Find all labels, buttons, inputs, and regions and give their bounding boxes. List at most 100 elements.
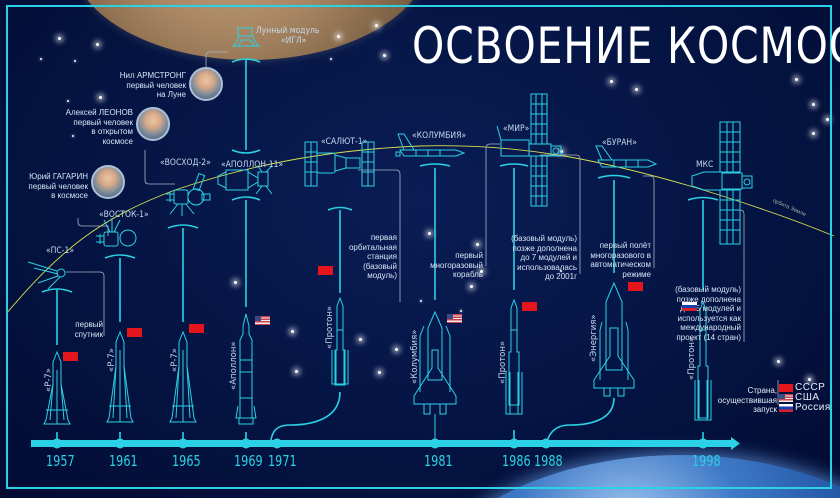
star-icon [330,58,332,60]
craft-label-ps1: «ПС-1» [46,246,75,256]
star-icon [96,43,99,46]
lunar-module-label: Лунный модуль «ИГЛ» [256,26,319,46]
person-gagarin: Юрий ГАГАРИН первый человек в космосе [28,172,88,201]
page-title: ОСВОЕНИЕ КОСМОСА [412,17,840,75]
rocket-label-energia: «Энергия» [589,314,599,362]
lunar-module-callsign: «ИГЛ» [280,36,307,46]
craft-label-vostok: «ВОСТОК-1» [99,210,149,220]
note-columbia: первый многоразовый корабль [430,251,483,280]
person-desc: первый человек [73,117,133,127]
star-icon [291,330,294,333]
person-desc: первый человек [126,80,186,90]
note-line: до 2001г [544,272,577,281]
year-label: 1965 [172,452,201,470]
star-icon [72,135,74,137]
legend-caption-line: осуществившая [717,395,777,405]
craft-label-voskhod: «ВОСХОД-2» [160,158,211,168]
star-icon [826,118,829,121]
usa-flag-icon [255,316,270,325]
note-line: используется как [677,313,741,323]
note-line: международный [680,323,741,332]
star-icon [420,300,422,302]
note-line: орбитальная [348,242,397,252]
star-icon [375,24,378,27]
ussr-flag-icon [779,384,793,392]
note-line: (базовый [363,261,397,271]
star-icon [395,348,398,351]
craft-label-iss: МКС [696,160,714,170]
russia-flag-icon [779,404,793,412]
star-icon [460,310,462,312]
star-icon [99,96,102,99]
year-label: 1971 [268,452,297,470]
star-icon [74,60,76,62]
craft-label-salyut: «САЛЮТ-1» [321,137,368,147]
star-icon [812,103,815,106]
rocket-label-proton: «Протон» [498,340,508,384]
star-icon [476,243,479,246]
lunar-module-name: Лунный модуль [256,26,320,36]
legend-label-russia: Россия [795,402,831,413]
year-label: 1988 [534,452,563,470]
year-label: 1986 [502,452,531,470]
star-icon [795,78,798,81]
rocket-label-proton: «Протон» [687,336,697,380]
note-line: многоразового в [590,250,651,260]
note-salyut: первая орбитальная станция (базовый моду… [349,233,397,281]
usa-flag-icon [447,314,462,323]
note-line: (базовый модуль) [675,285,741,294]
ussr-flag-icon [127,328,142,337]
year-label: 1957 [46,452,75,470]
rocket-label-r7: «Р-7» [44,367,54,392]
craft-label-columbia: «КОЛУМБИЯ» [412,131,467,141]
ussr-flag-icon [63,352,78,361]
year-label: 1969 [234,452,263,470]
rocket-label-proton: «Протон» [325,305,335,349]
usa-flag-icon [779,394,793,402]
note-line: режиме [622,269,651,279]
note-iss: (базовый модуль) позже дополнена до 15 м… [675,285,741,342]
craft-label-buran: «БУРАН» [602,138,637,148]
star-icon [383,54,386,57]
person-desc: космосе [102,136,133,146]
star-icon [337,35,340,38]
star-icon [58,37,61,40]
star-icon [428,232,431,235]
ussr-flag-icon [522,302,537,311]
year-label: 1961 [109,452,138,470]
person-name: Нил АРМСТРОНГ [119,71,186,80]
person-desc: на Луне [156,90,186,99]
person-name: Юрий ГАГАРИН [29,172,88,181]
year-label: 1981 [424,452,453,470]
rocket-label-r7: «Р-7» [107,347,117,372]
star-icon [777,360,780,363]
note-line: автоматическом [590,260,651,269]
person-armstrong: Нил АРМСТРОНГ первый человек на Луне [120,71,186,100]
star-icon [808,378,811,381]
note-line: многоразовый [430,260,483,270]
note-line: первый [75,320,103,329]
note-ps1: первый спутник [75,320,103,339]
russia-flag-icon [682,302,697,311]
ussr-flag-icon [628,282,643,291]
ussr-flag-icon [189,324,204,333]
star-icon [234,281,237,284]
star-icon [812,132,815,135]
star-icon [40,58,42,60]
person-desc: в открытом [91,127,133,136]
legend-label-usa: США [795,392,820,403]
note-line: использовалась [517,262,577,272]
rocket-label-columbia: «Колумбия» [410,329,420,384]
star-icon [359,338,362,341]
person-desc: первый человек [28,181,88,191]
legend-caption-line: запуск [753,405,777,414]
note-line: первый полёт [599,241,651,250]
legend-caption: Страна, осуществившая запуск [718,386,777,415]
note-mir: (базовый модуль) позже дополнена до 7 мо… [511,234,577,282]
note-line: позже дополнена [676,294,741,304]
rocket-label-apollo: «Аполлон» [229,341,239,390]
note-line: до 15 модулей и [679,304,741,313]
legend-label-ussr: СССР [795,382,826,393]
note-line: корабль [453,270,483,279]
